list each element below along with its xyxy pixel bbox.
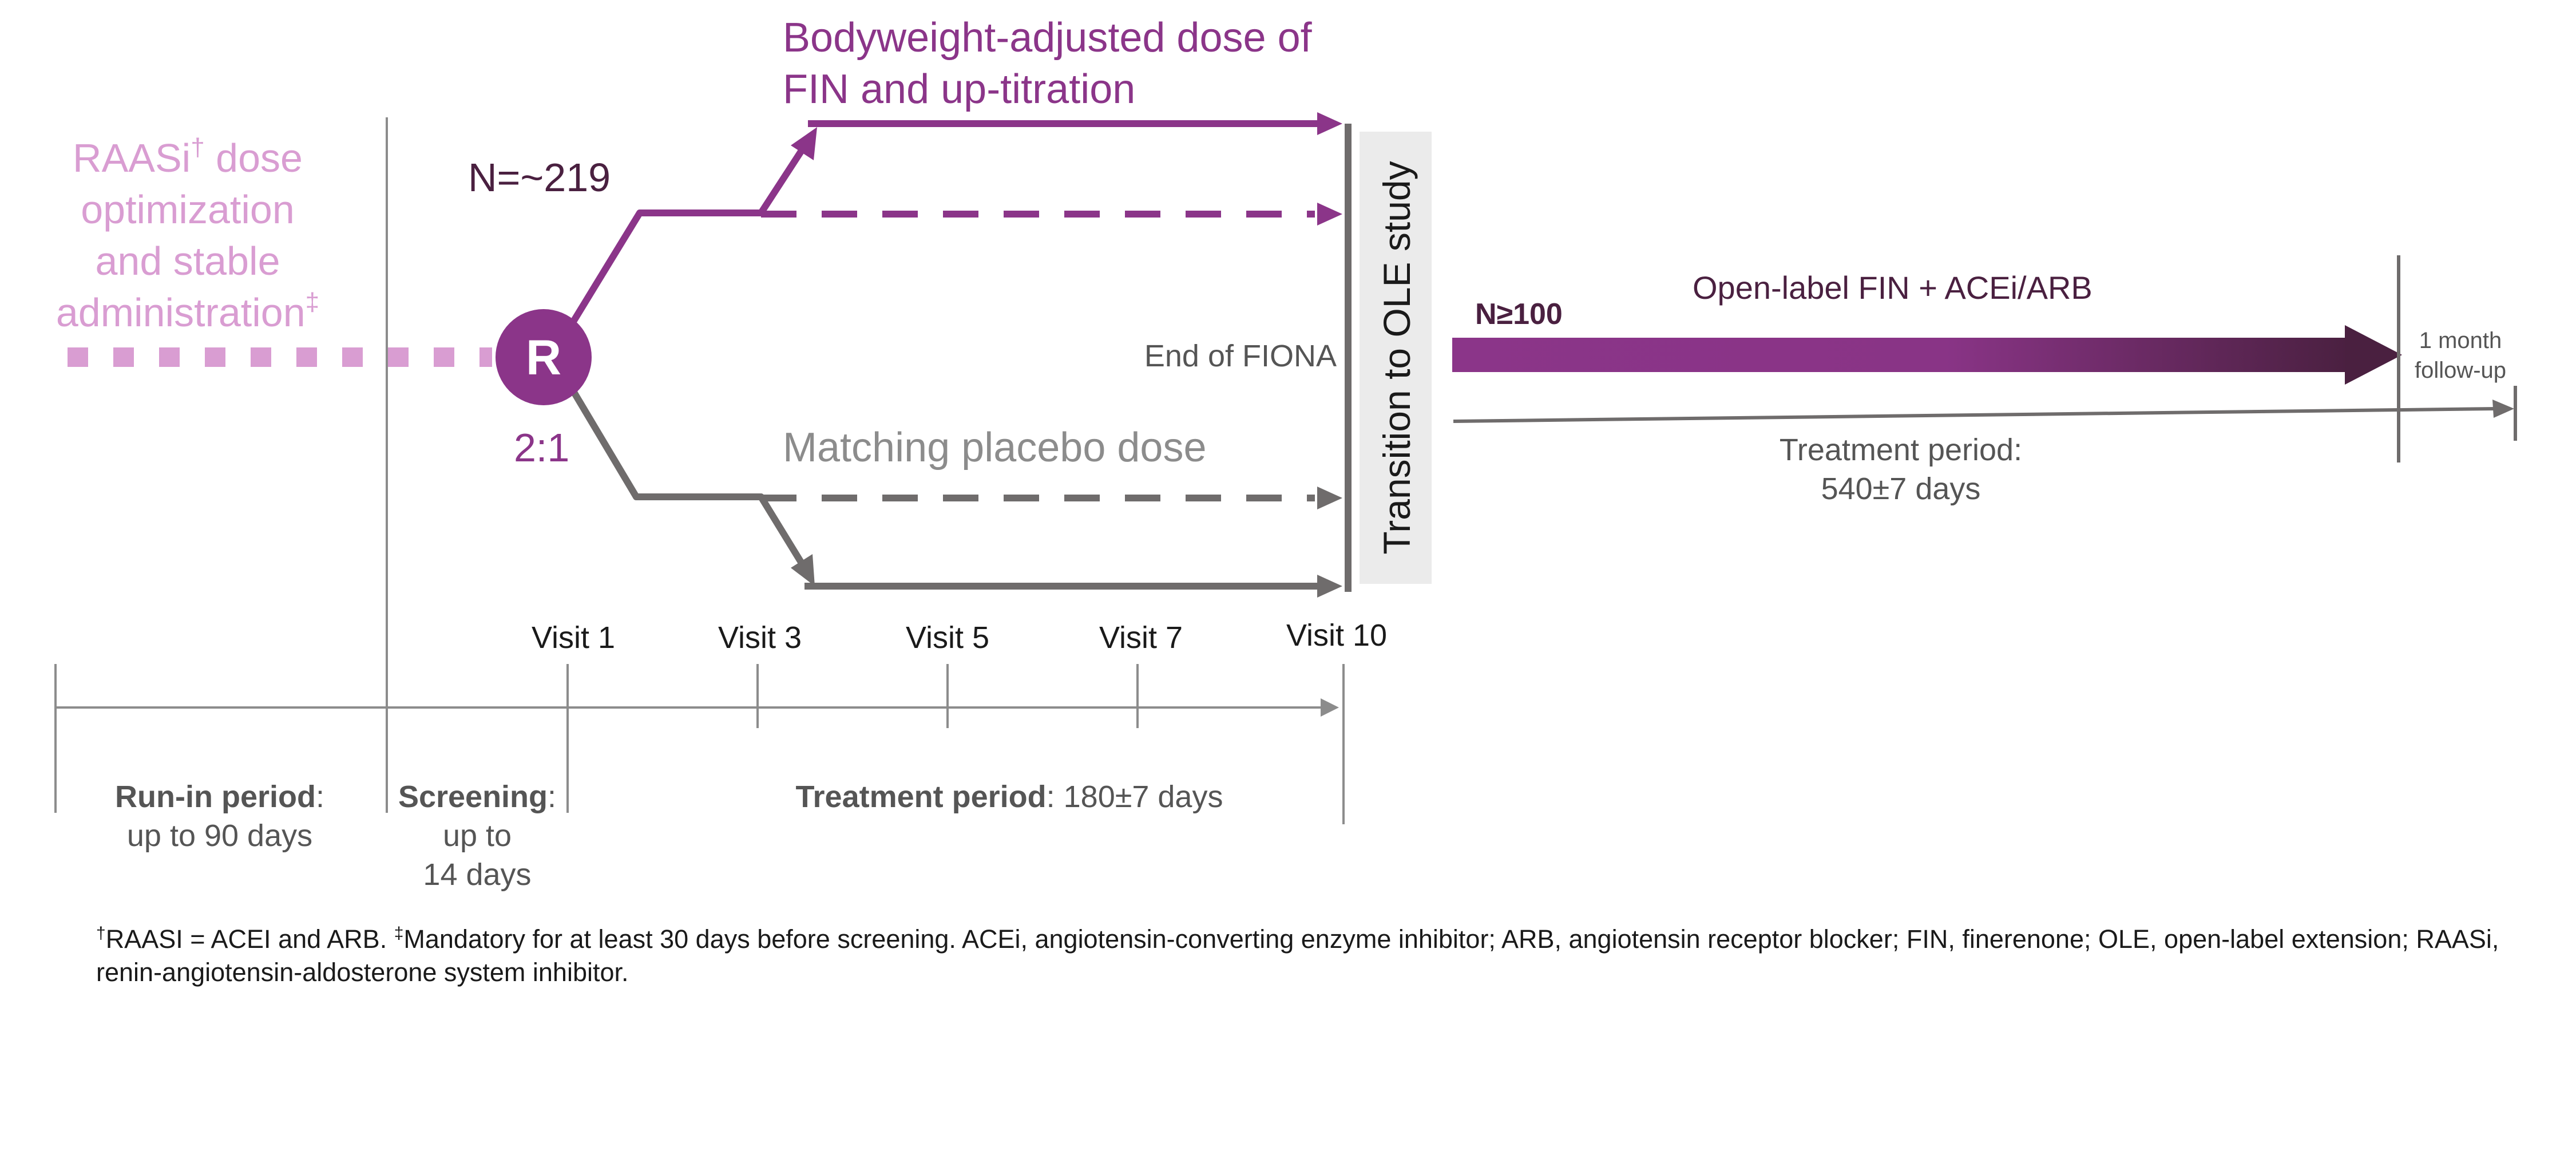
svg-text:RAASi† dose: RAASi† dose [73, 133, 303, 180]
svg-text:optimization: optimization [81, 187, 295, 232]
ole-sample-size-label: N≥100 [1475, 298, 1563, 331]
period-labels: Run-in period: up to 90 days Screening: … [115, 780, 1223, 892]
svg-text:and stable: and stable [95, 239, 280, 283]
ole-arrow-label: Open-label FIN + ACEi/ARB [1693, 270, 2092, 306]
screening-period-duration-2: 14 days [423, 857, 531, 892]
timeline-arrowhead [1321, 698, 1339, 717]
visit-labels: Visit 1 Visit 3 Visit 5 Visit 7 Visit 10 [532, 618, 1387, 655]
placebo-arm-label: Matching placebo dose [783, 425, 1207, 471]
visit-label: Visit 7 [1099, 620, 1183, 655]
ole-thick-arrow [1452, 325, 2402, 385]
placebo-downtitration-arrowhead [791, 554, 815, 586]
footnote-dagger: † [96, 924, 106, 943]
screening-period-duration-1: up to [443, 819, 512, 853]
footnote-double-dagger: ‡ [394, 924, 404, 943]
ole-timeline-line [1453, 407, 2496, 423]
fin-arm [569, 112, 1342, 326]
fin-uptitration-arrowhead [791, 127, 817, 160]
visit-label: Visit 1 [532, 620, 615, 655]
placebo-dashed-arrowhead [1317, 487, 1342, 509]
randomization-letter: R [526, 330, 561, 385]
fin-arm-label-line1: Bodyweight-adjusted dose of [783, 15, 1313, 61]
randomization-circle [496, 309, 592, 405]
footnote-part2: Mandatory for at least 30 days before sc… [96, 924, 2499, 987]
svg-text:administration‡: administration‡ [56, 288, 319, 335]
visit-label: Visit 5 [906, 620, 989, 655]
footnote: †RAASI = ACEI and ARB. ‡Mandatory for at… [96, 923, 2499, 989]
transition-box [1360, 132, 1432, 584]
followup-label-line2: follow-up [2415, 358, 2506, 383]
placebo-bottom-arrowhead [1317, 575, 1342, 598]
end-of-study-label: End of FIONA [1144, 339, 1337, 373]
ole-timeline-arrowhead [2492, 400, 2514, 418]
fin-arm-label-line2: FIN and up-titration [783, 66, 1135, 112]
runin-period-label: Run-in period: [115, 780, 324, 814]
placebo-arm [569, 387, 1342, 598]
followup-label-line1: 1 month [2419, 328, 2502, 353]
raasi-label: RAASi† dose optimization and stable admi… [56, 133, 319, 335]
transition-box-label: Transition to OLE study [1376, 161, 1418, 554]
screening-period-label: Screening: [398, 780, 556, 814]
visit-label: Visit 10 [1286, 618, 1387, 653]
ole-treatment-label-line1: Treatment period: [1780, 433, 2022, 467]
fin-dashed-arrowhead [1317, 203, 1342, 226]
sample-size-label: N=~219 [468, 155, 611, 200]
runin-period-duration: up to 90 days [127, 819, 312, 853]
visit-label: Visit 3 [718, 620, 802, 655]
ratio-label: 2:1 [514, 425, 569, 470]
fin-top-arrowhead [1317, 112, 1342, 135]
treatment-period-label: Treatment period: 180±7 days [796, 780, 1223, 814]
ole-treatment-label-line2: 540±7 days [1821, 472, 1981, 506]
footnote-part1: RAASI = ACEI and ARB. [105, 924, 394, 954]
